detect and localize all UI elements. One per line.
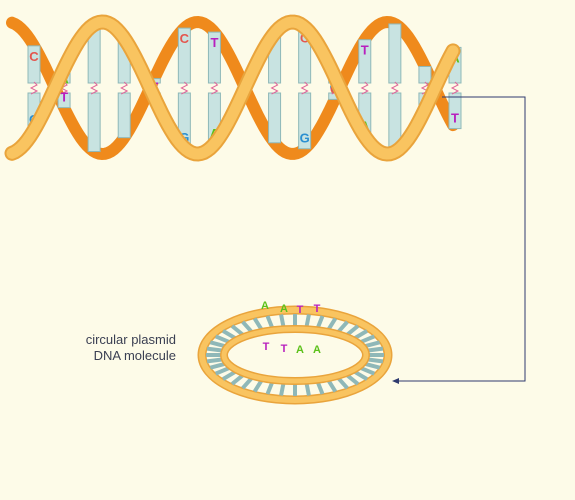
plasmid-rung [279, 314, 286, 328]
plasmid-label-line1: circular plasmid [85, 332, 176, 347]
plasmid-inner-strand [221, 326, 369, 384]
plasmid-rung [366, 357, 384, 364]
base-block [207, 31, 221, 84]
plasmid-rung [206, 346, 224, 353]
base-pair [388, 23, 402, 153]
base-pair: CG [298, 26, 312, 150]
base-block [87, 92, 101, 153]
plasmid-rung [265, 315, 275, 330]
base-block [418, 65, 432, 84]
plasmid-rung [279, 382, 286, 396]
plasmid-rung [209, 361, 227, 370]
hydrogen-bond [29, 81, 39, 95]
plasmid-inner-base: T [281, 343, 288, 355]
plasmid-label-line2: DNA molecule [93, 348, 176, 363]
plasmid-rung [366, 346, 384, 353]
plasmid-outer-base: A [261, 300, 269, 312]
plasmid-outer-strand [199, 307, 391, 403]
base-letter: T [60, 90, 68, 105]
helix-front-strand [4, 14, 461, 162]
plasmid-rung [209, 340, 227, 349]
hydrogen-bond [90, 81, 99, 95]
hydrogen-bond [300, 81, 309, 95]
hydrogen-bond [270, 81, 279, 95]
plasmid-outer-base: A [280, 303, 288, 315]
plasmid-rung [363, 361, 381, 370]
hydrogen-bond [390, 81, 399, 95]
base-block [27, 45, 41, 84]
hydrogen-bond [180, 81, 189, 95]
base-letter: C [180, 31, 190, 46]
helix-back-strand [6, 15, 459, 161]
backbone-back [6, 15, 459, 161]
base-block [358, 39, 372, 84]
base-letter: T [451, 111, 459, 126]
plasmid-rung [363, 340, 381, 349]
base-block [177, 27, 191, 84]
base-letter: C [29, 49, 39, 64]
plasmid-outer-base: T [314, 303, 321, 315]
hydrogen-bond [450, 81, 460, 95]
connector-arrow [398, 96, 526, 382]
base-block [268, 92, 282, 144]
plasmid-rung [315, 315, 325, 330]
base-pair: CG [177, 27, 191, 149]
plasmid-inner-base: T [263, 341, 270, 353]
plasmid-label: circular plasmid DNA molecule [40, 332, 176, 364]
plasmid-rung [265, 380, 275, 395]
plasmid-rung [304, 314, 311, 328]
backbone-front [6, 16, 459, 160]
plasmid-rung [304, 382, 311, 396]
plasmid-inner-base: A [296, 344, 304, 356]
plasmid-inner-base: A [313, 344, 321, 356]
arrowhead [392, 378, 399, 384]
plasmid-rung [206, 357, 224, 364]
plasmid-outer-base: T [297, 304, 304, 316]
hydrogen-bond [360, 81, 369, 95]
base-block [117, 92, 131, 139]
base-letter: T [210, 35, 218, 50]
hydrogen-bond [120, 81, 129, 95]
base-letter: G [300, 131, 310, 146]
base-pair [87, 23, 101, 153]
base-block [388, 23, 402, 84]
hydrogen-bond [210, 81, 219, 95]
plasmid-rung [315, 380, 325, 395]
base-letter: T [361, 43, 369, 58]
